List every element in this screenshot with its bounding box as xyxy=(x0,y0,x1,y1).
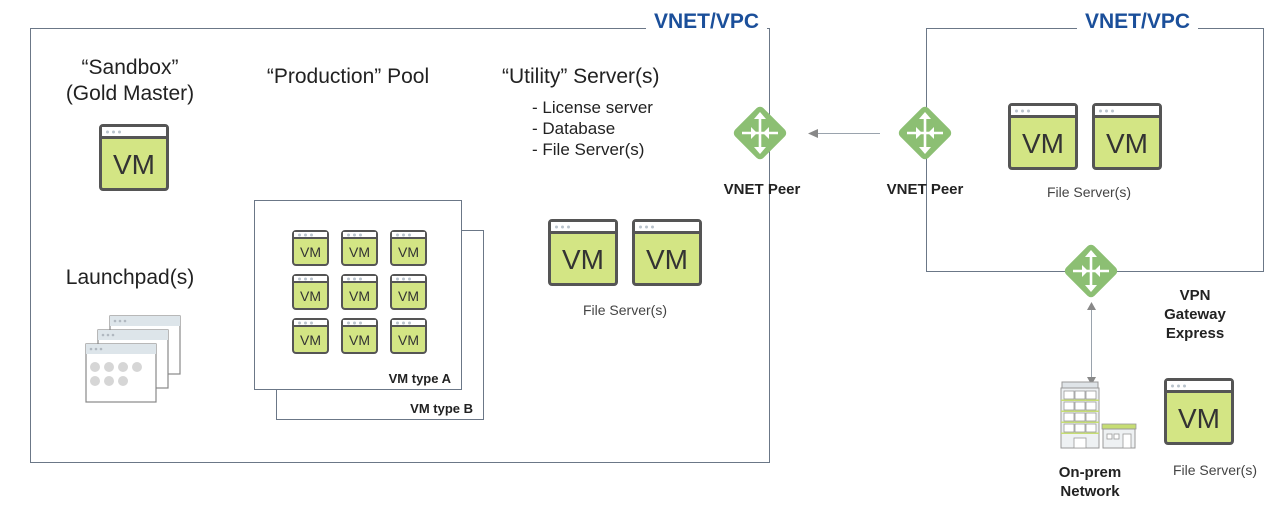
peering-connector xyxy=(818,133,880,134)
vm-label: VM xyxy=(300,244,321,260)
building-icon[interactable] xyxy=(1060,380,1140,450)
onprem-line1: On-prem xyxy=(1058,464,1122,481)
production-vm-icon[interactable]: VM xyxy=(390,274,427,310)
utility-file-server-caption: File Server(s) xyxy=(582,302,667,318)
vm-label: VM xyxy=(398,244,419,260)
vm-label: VM xyxy=(646,244,688,275)
onprem-file-server-caption: File Server(s) xyxy=(1172,462,1257,478)
utility-list: - License server - Database - File Serve… xyxy=(532,97,653,160)
production-vm-icon[interactable]: VM xyxy=(292,230,329,266)
gateway-line3: Express xyxy=(1165,325,1225,342)
vm-label: VM xyxy=(113,149,155,180)
sandbox-heading: “Sandbox” (Gold Master) xyxy=(40,55,220,107)
gateway-line2: Gateway xyxy=(1164,306,1226,323)
production-vm-icon[interactable]: VM xyxy=(341,230,378,266)
router-icon-right-peer[interactable] xyxy=(896,104,954,162)
production-heading: “Production” Pool xyxy=(266,65,430,88)
utility-item: - File Server(s) xyxy=(532,140,645,159)
onprem-line2: Network xyxy=(1060,483,1120,500)
vm-label: VM xyxy=(1022,128,1064,159)
arrow-down-icon xyxy=(1087,377,1096,385)
vm-label: VM xyxy=(349,288,370,304)
launchpad-heading: Launchpad(s) xyxy=(65,266,195,289)
vm-label: VM xyxy=(300,288,321,304)
gateway-onprem-connector xyxy=(1091,306,1092,380)
vm-label: VM xyxy=(1178,403,1220,434)
router-icon-left-peer[interactable] xyxy=(731,104,789,162)
vm-label: VM xyxy=(349,332,370,348)
utility-vm-icon-1[interactable]: VM xyxy=(548,219,618,286)
vpn-gateway-label: VPN Gateway Express xyxy=(1150,286,1240,343)
utility-item: - Database xyxy=(532,119,616,138)
utility-vm-icon-2[interactable]: VM xyxy=(632,219,702,286)
vm-label: VM xyxy=(349,244,370,260)
onprem-vm-icon[interactable]: VM xyxy=(1164,378,1234,445)
sandbox-subtitle: (Gold Master) xyxy=(65,82,195,105)
vm-type-a-pool[interactable]: VM type A VM VM VM VM VM VM VM VM VM xyxy=(254,200,462,390)
production-vm-icon[interactable]: VM xyxy=(341,318,378,354)
sandbox-vm-icon[interactable]: VM xyxy=(99,124,169,191)
vm-type-b-label: VM type B xyxy=(410,401,473,416)
vm-label: VM xyxy=(398,332,419,348)
arrow-up-icon xyxy=(1087,302,1096,310)
right-vm-icon-2[interactable]: VM xyxy=(1092,103,1162,170)
right-peer-label: VNET Peer xyxy=(886,181,964,198)
vm-label: VM xyxy=(1106,128,1148,159)
vm-label: VM xyxy=(398,288,419,304)
right-vnet-title: VNET/VPC xyxy=(1077,10,1199,34)
production-vm-icon[interactable]: VM xyxy=(390,318,427,354)
launchpad-windows-icon[interactable] xyxy=(85,312,185,404)
left-vnet-container xyxy=(30,28,770,463)
right-vm-icon-1[interactable]: VM xyxy=(1008,103,1078,170)
utility-item: - License server xyxy=(532,98,653,117)
gateway-line1: VPN xyxy=(1179,287,1211,304)
vm-type-a-label: VM type A xyxy=(388,371,451,386)
utility-heading: “Utility” Server(s) xyxy=(502,65,660,88)
production-vm-icon[interactable]: VM xyxy=(292,274,329,310)
left-peer-label: VNET Peer xyxy=(723,181,801,198)
production-vm-icon[interactable]: VM xyxy=(390,230,427,266)
left-vnet-title: VNET/VPC xyxy=(646,10,768,34)
vm-label: VM xyxy=(300,332,321,348)
right-file-server-caption: File Server(s) xyxy=(1046,184,1131,200)
vpn-gateway-router-icon[interactable] xyxy=(1062,242,1120,300)
arrow-left-icon xyxy=(808,129,818,138)
production-vm-icon[interactable]: VM xyxy=(341,274,378,310)
onprem-label: On-prem Network xyxy=(1040,463,1140,501)
sandbox-title: “Sandbox” xyxy=(81,56,179,79)
production-vm-icon[interactable]: VM xyxy=(292,318,329,354)
vm-label: VM xyxy=(562,244,604,275)
